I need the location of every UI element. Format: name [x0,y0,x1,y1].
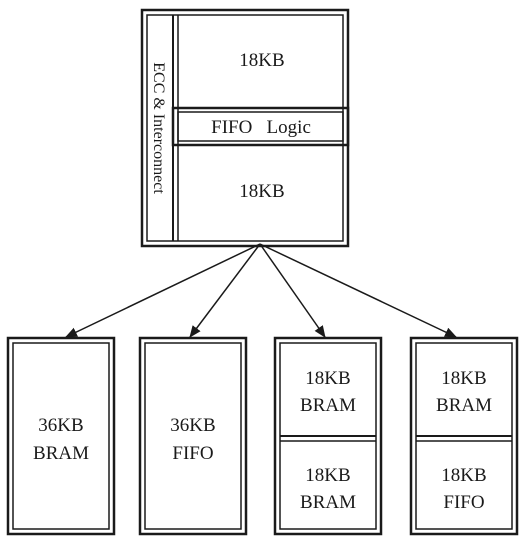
arrow-to-18kb-bram-fifo [259,243,457,338]
config-18kb-bram-fifo [409,336,519,536]
config4-lower-type: FIFO [443,492,484,513]
top-upper-18kb-label: 18KB [239,50,284,71]
arrow-to-36kb-bram [65,243,261,338]
config-36kb-fifo-size: 36KB [170,415,215,436]
config-36kb-bram [6,336,116,536]
config3-upper-size: 18KB [305,368,350,389]
top-bram-block [140,8,350,248]
ecc-interconnect-label: ECC & Interconnect [150,62,167,194]
config3-lower-type: BRAM [300,492,356,513]
config-36kb-fifo-type: FIFO [172,443,213,464]
config3-upper-type: BRAM [300,395,356,416]
arrows [65,243,457,338]
config-36kb-bram-type: BRAM [33,443,89,464]
arrow-to-36kb-fifo [189,243,261,338]
fifo-logic-label: FIFO Logic [211,117,311,138]
config3-lower-size: 18KB [305,465,350,486]
config4-upper-size: 18KB [441,368,486,389]
top-lower-18kb-label: 18KB [239,181,284,202]
config4-lower-size: 18KB [441,465,486,486]
arrow-to-18kb-bram-pair [259,243,326,338]
config-36kb-bram-size: 36KB [38,415,83,436]
config4-upper-type: BRAM [436,395,492,416]
config-18kb-bram-pair [273,336,383,536]
config-36kb-fifo [138,336,248,536]
